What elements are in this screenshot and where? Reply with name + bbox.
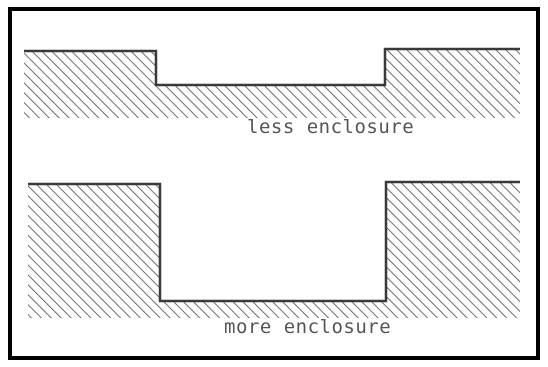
less-enclosure-label: less enclosure xyxy=(247,116,414,138)
more-enclosure-label: more enclosure xyxy=(224,316,391,338)
less-enclosure-figure: less enclosure xyxy=(24,49,520,138)
less-enclosure-hatched-ground xyxy=(24,49,520,118)
more-enclosure-hatched-ground xyxy=(28,182,520,318)
more-enclosure-figure: more enclosure xyxy=(28,182,520,338)
